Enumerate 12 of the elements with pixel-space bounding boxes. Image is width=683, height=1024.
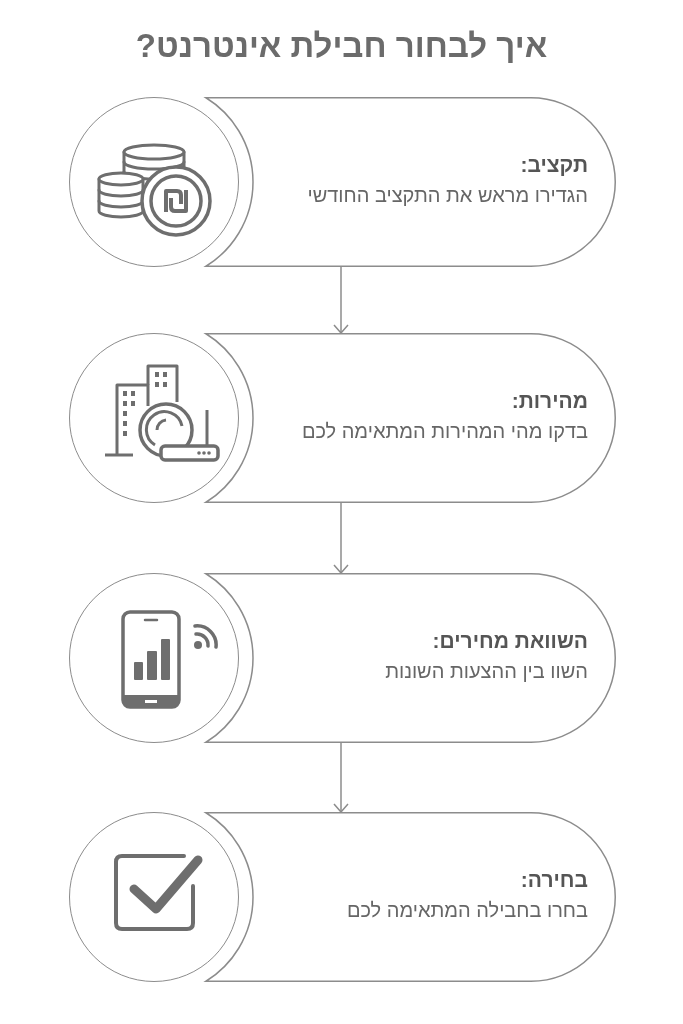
arrow — [333, 742, 349, 813]
step-description: בחרו בחבילה המתאימה לכם — [346, 898, 588, 923]
step-description: הגדירו מראש את התקציב החודשי — [307, 183, 588, 208]
arrow — [333, 502, 349, 574]
step-heading: השוואת מחירים: — [432, 628, 588, 654]
arrow — [333, 266, 349, 334]
step-heading: מהירות: — [511, 388, 588, 414]
step-description: בדקו מהי המהירות המתאימה לכם — [301, 419, 588, 444]
step-description: השוו בין ההצעות השונות — [385, 659, 588, 684]
step-heading: בחירה: — [520, 867, 588, 893]
step-heading: תקציב: — [520, 152, 588, 178]
title: איך לבחור חבילת אינטרנט? — [135, 26, 548, 66]
